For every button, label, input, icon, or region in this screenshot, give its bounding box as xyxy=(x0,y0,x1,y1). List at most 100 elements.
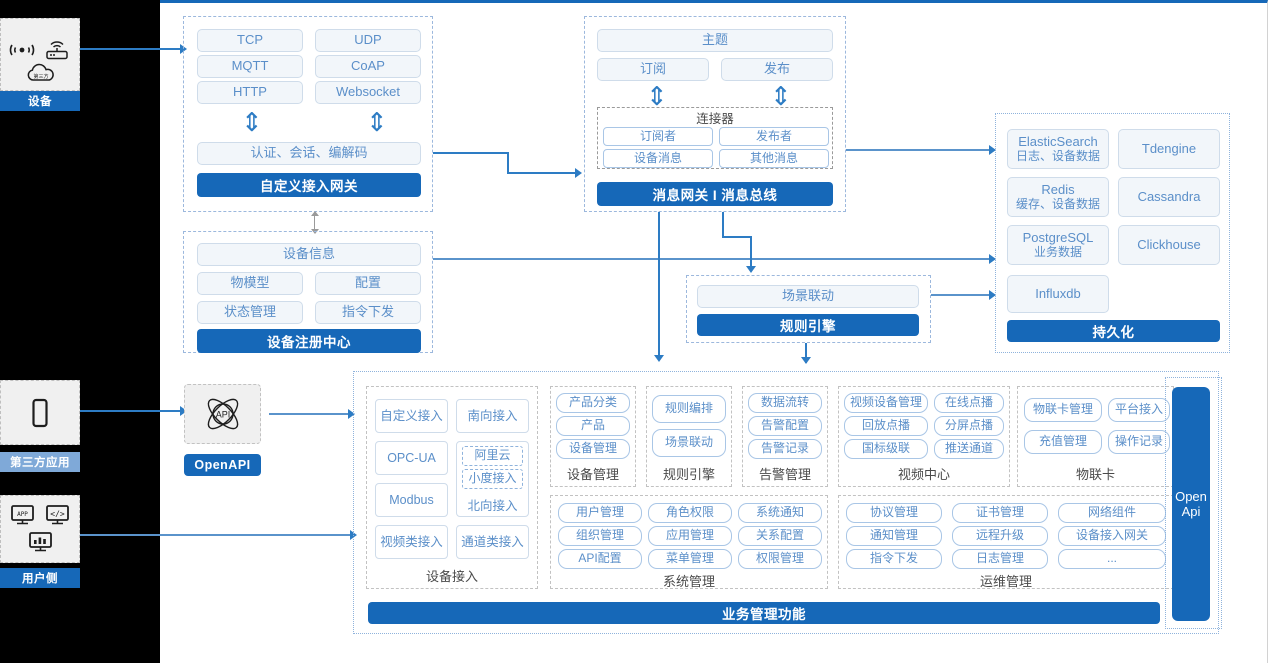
access-channel[interactable]: 通道类接入 xyxy=(456,525,529,559)
sys-permission-manage[interactable]: 权限管理 xyxy=(738,549,822,569)
persistence-elasticsearch[interactable]: ElasticSearch 日志、设备数据 xyxy=(1007,129,1109,169)
persistence-influxdb[interactable]: Influxdb xyxy=(1007,275,1109,313)
ops-notify-manage[interactable]: 通知管理 xyxy=(846,526,942,546)
connector-group xyxy=(597,107,833,169)
video-online-vod[interactable]: 在线点播 xyxy=(934,393,1004,413)
alarm-record[interactable]: 告警记录 xyxy=(748,439,822,459)
iot-card-manage[interactable]: 物联卡管理 xyxy=(1024,398,1102,422)
registry-thing-model[interactable]: 物模型 xyxy=(197,272,303,295)
rule-engine-group xyxy=(686,275,931,343)
registry-command-dispatch[interactable]: 指令下发 xyxy=(315,301,421,324)
ops-cert-manage[interactable]: 证书管理 xyxy=(952,503,1048,523)
persistence-clickhouse[interactable]: Clickhouse xyxy=(1118,225,1220,265)
arrow-bus-to-rule-head xyxy=(746,266,756,273)
message-bus-title-bar[interactable]: 消息网关 I 消息总线 xyxy=(597,182,833,206)
sys-user-manage[interactable]: 用户管理 xyxy=(558,503,642,523)
protocol-http[interactable]: HTTP xyxy=(197,81,303,104)
ops-log-manage[interactable]: 日志管理 xyxy=(952,549,1048,569)
persistence-redis[interactable]: Redis 缓存、设备数据 xyxy=(1007,177,1109,217)
alarm-config[interactable]: 告警配置 xyxy=(748,416,822,436)
access-northbound-label: 北向接入 xyxy=(467,498,518,513)
access-southbound[interactable]: 南向接入 xyxy=(456,399,529,433)
video-playback-vod[interactable]: 回放点播 xyxy=(844,416,928,436)
persistence-redis-name: Redis xyxy=(1041,181,1075,197)
ops-command-dispatch[interactable]: 指令下发 xyxy=(846,549,942,569)
device-registry-title-bar[interactable]: 设备注册中心 xyxy=(197,329,421,353)
arrow-bus-to-persistence-head xyxy=(989,145,996,155)
double-arrow-subscribe-icon: ⇕ xyxy=(646,81,668,111)
ops-protocol-manage[interactable]: 协议管理 xyxy=(846,503,942,523)
left-rail: 第三方 设备 第三方应用 APP </> xyxy=(0,0,160,663)
alarm-data-flow[interactable]: 数据流转 xyxy=(748,393,822,413)
registry-state-manage[interactable]: 状态管理 xyxy=(197,301,303,324)
dm-product-category[interactable]: 产品分类 xyxy=(556,393,630,413)
open-api-bar-line1: Open xyxy=(1175,489,1207,504)
sys-relation-config[interactable]: 关系配置 xyxy=(738,526,822,546)
access-video[interactable]: 视频类接入 xyxy=(375,525,448,559)
sys-app-manage[interactable]: 应用管理 xyxy=(648,526,732,546)
rule-engine-title-bar[interactable]: 规则引擎 xyxy=(697,314,919,336)
gateway-middle-layer[interactable]: 认证、会话、编解码 xyxy=(197,142,421,165)
sys-org-manage[interactable]: 组织管理 xyxy=(558,526,642,546)
connector-subscriber[interactable]: 订阅者 xyxy=(603,127,713,146)
persistence-tdengine[interactable]: Tdengine xyxy=(1118,129,1220,169)
line-bus-to-rule-h xyxy=(722,236,752,238)
ops-more[interactable]: ... xyxy=(1058,549,1166,569)
dm-product[interactable]: 产品 xyxy=(556,416,630,436)
publish-chip[interactable]: 发布 xyxy=(721,58,833,81)
iot-card-label: 物联卡 xyxy=(1075,466,1115,482)
protocol-tcp[interactable]: TCP xyxy=(197,29,303,52)
access-custom[interactable]: 自定义接入 xyxy=(375,399,448,433)
ops-network-component[interactable]: 网络组件 xyxy=(1058,503,1166,523)
video-push-channel[interactable]: 推送通道 xyxy=(934,439,1004,459)
persistence-postgresql-name: PostgreSQL xyxy=(1022,229,1094,245)
double-arrow-right-icon: ⇕ xyxy=(366,107,388,137)
device-info-chip[interactable]: 设备信息 xyxy=(197,243,421,266)
svg-text:API: API xyxy=(215,410,230,420)
message-bus-group xyxy=(584,16,846,212)
protocol-mqtt[interactable]: MQTT xyxy=(197,55,303,78)
topic-chip[interactable]: 主题 xyxy=(597,29,833,52)
be-rule-orchestration[interactable]: 规则编排 xyxy=(652,395,726,423)
business-title-bar[interactable]: 业务管理功能 xyxy=(368,602,1160,624)
user-side-icon-card: APP </> xyxy=(0,495,80,563)
scene-linkage-chip[interactable]: 场景联动 xyxy=(697,285,919,308)
connector-other-message[interactable]: 其他消息 xyxy=(719,149,829,168)
video-split-screen[interactable]: 分屏点播 xyxy=(934,416,1004,436)
protocol-coap[interactable]: CoAP xyxy=(315,55,421,78)
iot-recharge-manage[interactable]: 充值管理 xyxy=(1024,430,1102,454)
persistence-title-bar[interactable]: 持久化 xyxy=(1007,320,1220,342)
open-api-vertical-bar[interactable]: Open Api xyxy=(1172,387,1210,621)
persistence-cassandra[interactable]: Cassandra xyxy=(1118,177,1220,217)
iot-platform-access[interactable]: 平台接入 xyxy=(1108,398,1170,422)
sys-role-permission[interactable]: 角色权限 xyxy=(648,503,732,523)
double-arrow-left-icon: ⇕ xyxy=(241,107,263,137)
svg-text:</>: </> xyxy=(50,510,65,519)
video-device-manage[interactable]: 视频设备管理 xyxy=(844,393,928,413)
line-bus-to-persistence xyxy=(846,149,990,151)
connector-publisher[interactable]: 发布者 xyxy=(719,127,829,146)
access-modbus[interactable]: Modbus xyxy=(375,483,448,517)
subscribe-chip[interactable]: 订阅 xyxy=(597,58,709,81)
be-scene-linkage[interactable]: 场景联动 xyxy=(652,429,726,457)
openapi-label-bar[interactable]: OpenAPI xyxy=(184,454,261,476)
arrow-openapi-to-business-head xyxy=(348,409,355,419)
protocol-websocket[interactable]: Websocket xyxy=(315,81,421,104)
ops-device-gateway[interactable]: 设备接入网关 xyxy=(1058,526,1166,546)
ops-remote-upgrade[interactable]: 远程升级 xyxy=(952,526,1048,546)
access-aliyun[interactable]: 阿里云 xyxy=(462,446,523,466)
sys-notification[interactable]: 系统通知 xyxy=(738,503,822,523)
access-opcua[interactable]: OPC-UA xyxy=(375,441,448,475)
sys-menu-manage[interactable]: 菜单管理 xyxy=(648,549,732,569)
access-xiaodu[interactable]: 小度接入 xyxy=(462,469,523,489)
connector-device-message[interactable]: 设备消息 xyxy=(603,149,713,168)
registry-config[interactable]: 配置 xyxy=(315,272,421,295)
video-gb-cascade[interactable]: 国标级联 xyxy=(844,439,928,459)
dm-device-manage[interactable]: 设备管理 xyxy=(556,439,630,459)
sys-api-config[interactable]: API配置 xyxy=(558,549,642,569)
iot-operation-record[interactable]: 操作记录 xyxy=(1108,430,1170,454)
device-manage-group xyxy=(550,386,636,487)
protocol-udp[interactable]: UDP xyxy=(315,29,421,52)
persistence-postgresql[interactable]: PostgreSQL 业务数据 xyxy=(1007,225,1109,265)
gateway-title-bar[interactable]: 自定义接入网关 xyxy=(197,173,421,197)
